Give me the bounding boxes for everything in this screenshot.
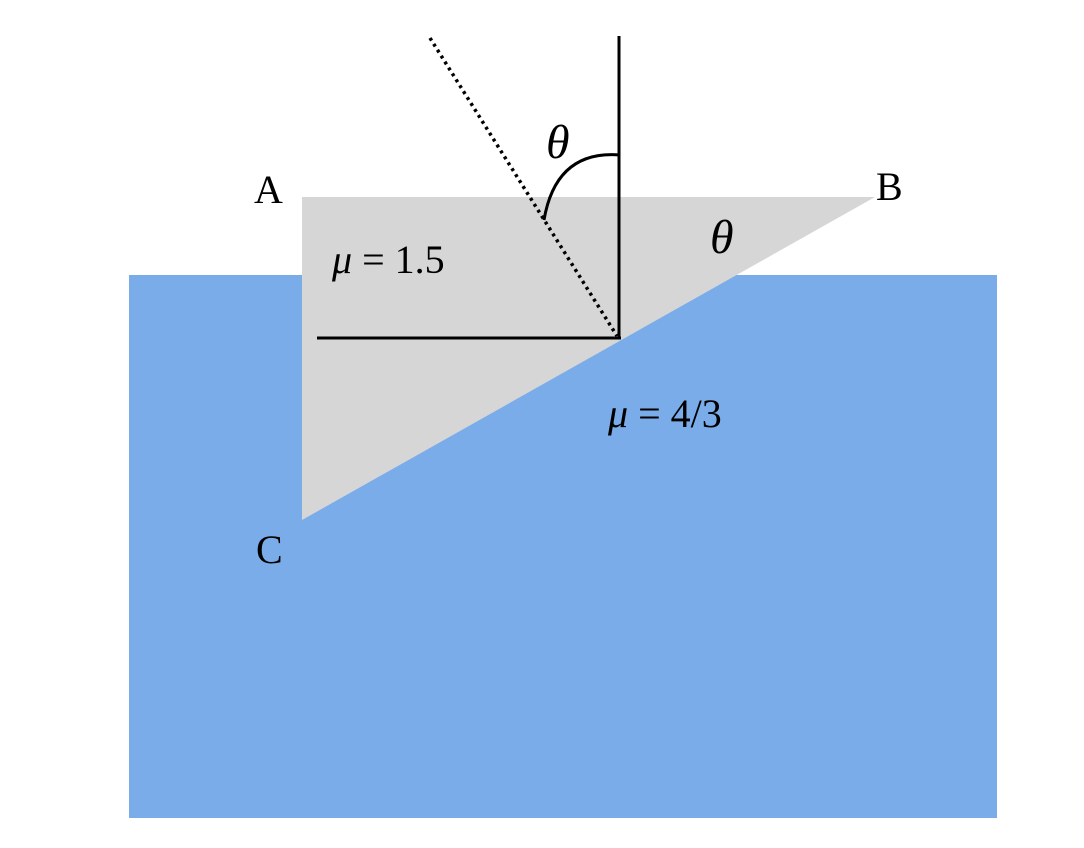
vertex-b-label: B (876, 164, 903, 209)
prism-index-label: μ = 1.5 (331, 237, 445, 282)
angle-arc (542, 153, 621, 221)
incidence-angle-label: θ (546, 116, 570, 169)
vertex-c-label: C (256, 527, 283, 572)
liquid-index-label: μ = 4/3 (607, 391, 722, 436)
vertex-a-label: A (254, 167, 283, 212)
prism-angle-label: θ (710, 211, 734, 264)
incident-ray-dotted (428, 37, 619, 337)
prism-triangle (302, 197, 875, 520)
